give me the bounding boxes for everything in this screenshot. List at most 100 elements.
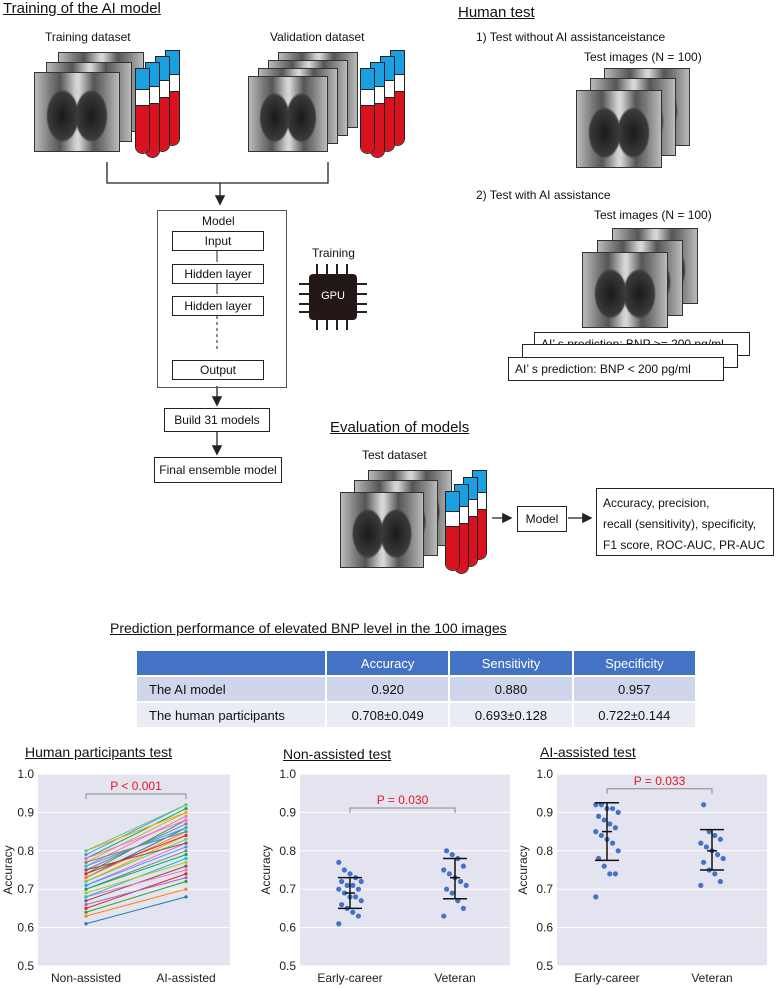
p-value-label: P = 0.033 bbox=[634, 774, 686, 788]
pair-point bbox=[84, 860, 88, 864]
data-point bbox=[358, 898, 364, 904]
data-point bbox=[596, 813, 602, 819]
data-point bbox=[701, 859, 707, 865]
pair-line bbox=[85, 834, 187, 882]
pair-point bbox=[184, 841, 188, 845]
pair-line bbox=[85, 815, 187, 867]
pair-point bbox=[184, 833, 188, 838]
pair-point bbox=[184, 853, 188, 857]
pair-point bbox=[84, 883, 88, 887]
pair-point bbox=[84, 910, 88, 914]
data-point bbox=[336, 859, 342, 865]
plot-area bbox=[38, 774, 230, 966]
table-cell: 0.693±0.128 bbox=[449, 701, 574, 727]
y-tick-label: 0.5 bbox=[17, 959, 34, 973]
data-point bbox=[698, 882, 704, 888]
table-cell: 0.920 bbox=[326, 675, 451, 702]
pair-point bbox=[84, 876, 88, 880]
pair-point bbox=[184, 872, 188, 876]
data-point bbox=[350, 882, 356, 888]
data-point bbox=[698, 840, 704, 846]
metrics-line-3: F1 score, ROC-AUC, PR-AUC bbox=[603, 538, 766, 552]
metrics-line-2: recall (sensitivity), specificity, bbox=[603, 517, 757, 531]
gpu-label: GPU bbox=[321, 290, 345, 302]
pair-point bbox=[184, 845, 188, 849]
prediction-low-card: AI’ s prediction: BNP < 200 pg/ml bbox=[508, 357, 724, 381]
data-point bbox=[601, 817, 607, 823]
x-tick-label: Veteran bbox=[434, 971, 475, 985]
pair-point bbox=[184, 826, 188, 830]
data-point bbox=[460, 905, 466, 911]
pair-point bbox=[84, 899, 88, 903]
performance-table: Accuracy Sensitivity Specificity The AI … bbox=[137, 651, 698, 727]
data-point bbox=[610, 840, 616, 846]
data-point bbox=[339, 901, 345, 908]
data-point bbox=[593, 894, 599, 900]
table-row: The AI model 0.920 0.880 0.957 bbox=[137, 675, 698, 702]
data-point bbox=[449, 852, 455, 858]
pair-point bbox=[84, 856, 88, 861]
pair-line bbox=[85, 854, 187, 890]
table-header-row: Accuracy Sensitivity Specificity bbox=[137, 651, 698, 676]
pair-point bbox=[184, 856, 188, 861]
y-tick-label: 0.7 bbox=[17, 882, 34, 896]
data-point bbox=[715, 852, 721, 858]
data-point bbox=[720, 855, 726, 862]
model-title: Model bbox=[202, 214, 235, 228]
data-point bbox=[341, 890, 347, 896]
pair-line bbox=[85, 827, 187, 879]
pair-point bbox=[184, 803, 188, 807]
step1-label: 1) Test without AI assistanceistance bbox=[476, 30, 666, 44]
p-value-label: P < 0.001 bbox=[110, 779, 162, 793]
training-title: Training of the AI model bbox=[3, 0, 161, 17]
data-point bbox=[355, 886, 361, 892]
pair-line bbox=[85, 877, 187, 906]
table-cell: 0.957 bbox=[572, 675, 698, 702]
y-tick-label: 0.6 bbox=[536, 921, 553, 935]
table-cell: The AI model bbox=[137, 675, 327, 702]
y-tick-label: 0.8 bbox=[17, 844, 34, 858]
table-cell: 0.722±0.144 bbox=[572, 701, 698, 727]
perf-table-title: Prediction performance of elevated BNP l… bbox=[110, 620, 507, 636]
data-point bbox=[339, 878, 345, 885]
data-point bbox=[612, 871, 618, 877]
y-tick-label: 1.0 bbox=[279, 767, 296, 781]
y-tick-label: 0.9 bbox=[17, 805, 34, 819]
x-tick-label: Veteran bbox=[691, 971, 732, 985]
data-point bbox=[444, 848, 450, 854]
x-tick-label: Early-career bbox=[317, 971, 382, 985]
pair-point bbox=[84, 864, 88, 868]
pair-point bbox=[184, 868, 188, 872]
test-images-label-1: Test images (N = 100) bbox=[584, 50, 702, 64]
build-models-box: Build 31 models bbox=[164, 408, 270, 432]
table-cell: 0.880 bbox=[449, 675, 574, 702]
data-point bbox=[601, 863, 607, 869]
y-tick-label: 0.6 bbox=[17, 921, 34, 935]
y-tick-label: 0.7 bbox=[536, 882, 553, 896]
training-dataset-label: Training dataset bbox=[45, 30, 131, 44]
pair-point bbox=[84, 914, 88, 918]
data-point bbox=[712, 871, 718, 877]
data-point bbox=[712, 832, 718, 839]
table-row: The human participants 0.708±0.049 0.693… bbox=[137, 701, 698, 727]
pair-point bbox=[184, 818, 188, 822]
y-tick-label: 0.5 bbox=[279, 959, 296, 973]
pair-point bbox=[84, 891, 88, 895]
data-point bbox=[598, 832, 604, 839]
data-point bbox=[347, 871, 353, 877]
y-tick-label: 0.6 bbox=[279, 921, 296, 935]
pair-line bbox=[85, 896, 187, 925]
p-value-label: P = 0.030 bbox=[377, 793, 429, 807]
step2-label: 2) Test with AI assistance bbox=[476, 188, 611, 202]
y-tick-label: 0.9 bbox=[279, 805, 296, 819]
validation-dataset-label: Validation dataset bbox=[270, 30, 365, 44]
eval-model-box: Model bbox=[517, 506, 567, 532]
data-point bbox=[441, 867, 447, 873]
data-point bbox=[344, 882, 350, 888]
data-point bbox=[458, 878, 464, 885]
pair-point bbox=[184, 810, 188, 814]
pair-point bbox=[84, 853, 88, 857]
